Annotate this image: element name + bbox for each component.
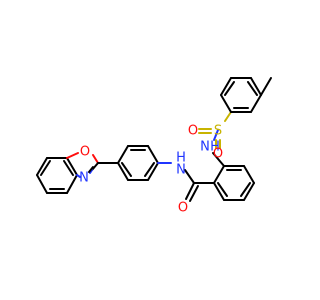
atom-label-sulfonyl-o2: O (213, 147, 223, 162)
tolyl-ring (220, 77, 262, 113)
bond-ring-nh (212, 152, 225, 167)
atom-label-carbonyl-o: O (178, 201, 188, 216)
atom-label-sulfonyl-o1: O (188, 124, 198, 139)
atom-label-oxazole-o: O (80, 145, 90, 160)
atom-label-sulfonamide-n: N (200, 140, 210, 155)
structure-svg: O N H N O N H S O O (36, 77, 272, 216)
molecule-diagram: O N H N O N H S O O (36, 77, 272, 216)
benzoxazole-benzene-ring (36, 157, 78, 194)
atom-label-amide-n: N (176, 163, 186, 178)
bond-nh-carbonyl (184, 169, 195, 184)
methyl-bond (260, 77, 272, 96)
benzamide-ring (213, 165, 255, 201)
atom-label-sulfonamide-h: H (210, 140, 220, 155)
carbonyl-group (185, 182, 215, 202)
atom-label-sulfur: S (214, 124, 222, 139)
atom-label-oxazole-n: N (79, 171, 89, 186)
bond-nh-s (213, 129, 219, 141)
oxazole-ring (66, 152, 99, 178)
central-phenyl-ring (117, 145, 159, 181)
atom-label-amide-h: H (176, 151, 186, 166)
sulfonyl-group (198, 111, 232, 149)
